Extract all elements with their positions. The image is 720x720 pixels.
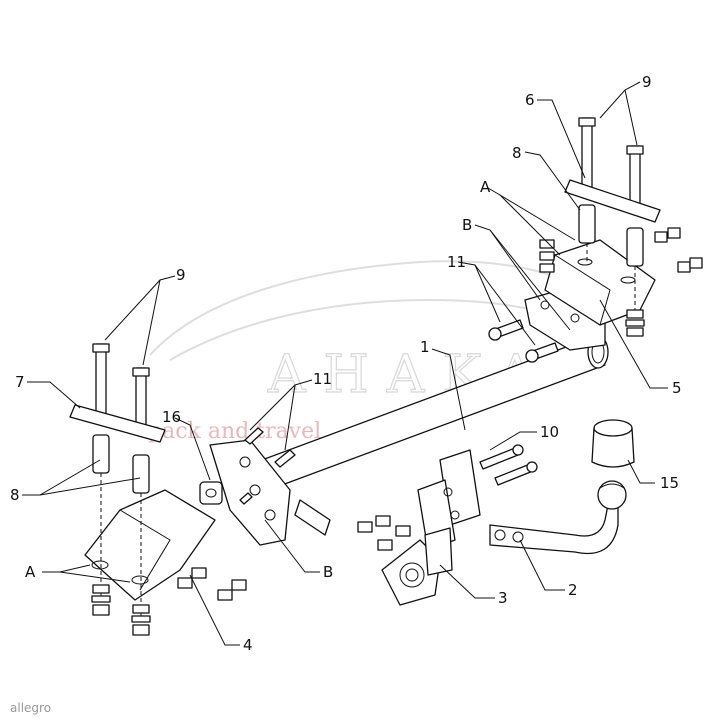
bolts-part-10 (479, 444, 538, 486)
watermark-tagline: pack and travel (148, 419, 321, 444)
spacer-part-16 (199, 481, 223, 505)
right-nut-stack (625, 309, 645, 337)
bolts-part-11-right (488, 319, 559, 363)
right-side-nuts (539, 227, 703, 273)
callout-11-left: 11 (313, 370, 332, 388)
callout-a-left: A (25, 563, 36, 581)
callout-11-right: 11 (447, 253, 466, 271)
callout-3: 3 (498, 589, 508, 607)
bolts-part-11-left (239, 427, 296, 505)
left-nut-stack-b (131, 604, 151, 636)
callout-16: 16 (162, 408, 181, 426)
right-bolt-assembly (539, 117, 703, 337)
callout-b-left: B (323, 563, 333, 581)
left-spacer-8b (132, 454, 150, 494)
callout-5: 5 (672, 379, 682, 397)
hitch-mount-bracket (417, 449, 481, 551)
left-plate-part-7 (69, 404, 166, 443)
callout-9-left: 9 (176, 266, 186, 284)
front-nuts (357, 515, 411, 551)
left-spacer-8a (92, 434, 110, 474)
callout-4: 4 (243, 636, 253, 654)
callout-2: 2 (568, 581, 578, 599)
left-small-nuts (177, 567, 247, 601)
callout-1: 1 (420, 338, 430, 356)
right-spacer-8a (578, 204, 596, 244)
callout-b-right: B (462, 216, 472, 234)
callout-a-right: A (480, 178, 491, 196)
left-nut-stack-a (91, 584, 111, 616)
callout-8-left: 8 (10, 486, 20, 504)
callout-9-right: 9 (642, 73, 652, 91)
source-footer: allegro (10, 701, 51, 715)
callout-8-right: 8 (512, 144, 522, 162)
callout-labels: 1 2 3 4 5 6 7 8 8 9 9 10 11 11 15 16 A A… (10, 73, 682, 654)
callout-10: 10 (540, 423, 559, 441)
right-spacer-8b (626, 227, 644, 267)
tow-hook-part-2 (489, 504, 619, 555)
socket-plate-part-3 (381, 527, 453, 606)
ball-cover-part-15 (591, 419, 635, 468)
tow-ball (597, 480, 627, 510)
left-mount-bracket-part-4 (84, 489, 216, 601)
callout-15: 15 (660, 474, 679, 492)
callout-7: 7 (15, 373, 25, 391)
callout-6: 6 (525, 91, 535, 109)
leader-lines (22, 81, 668, 646)
left-bolt-assembly (69, 343, 166, 636)
right-plate-part-6 (564, 179, 661, 223)
